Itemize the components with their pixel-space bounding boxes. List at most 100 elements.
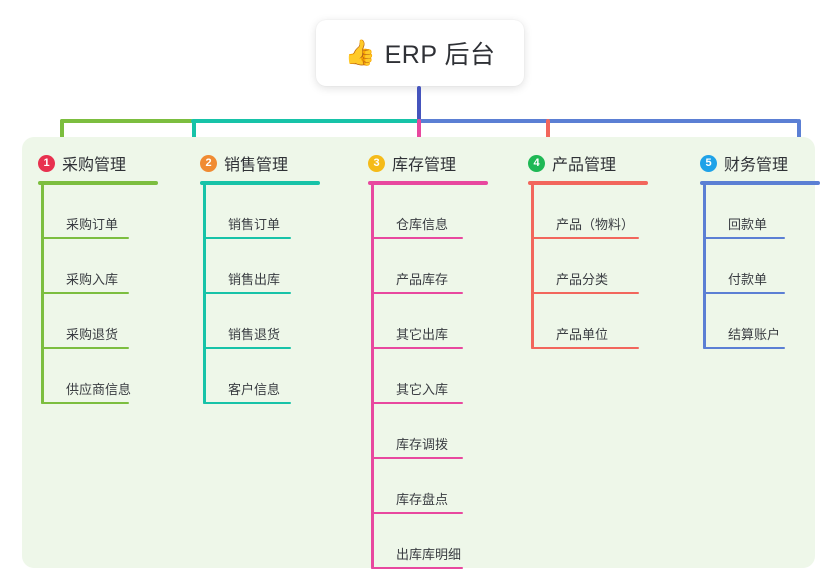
leaf-item-rule	[371, 457, 463, 459]
leaf-item[interactable]: 销售出库	[203, 266, 291, 294]
leaf-item-rule	[531, 347, 639, 349]
branch-header-产品管理[interactable]: 4 产品管理	[528, 151, 616, 175]
branch-header-财务管理[interactable]: 5 财务管理	[700, 151, 788, 175]
leaf-item-label: 库存调拨	[396, 437, 449, 452]
leaf-item[interactable]: 结算账户	[703, 321, 785, 349]
leaf-item-label: 回款单	[728, 217, 768, 232]
leaf-item-rule	[371, 402, 463, 404]
leaf-item-label: 客户信息	[228, 382, 281, 397]
branch-header-rule	[368, 181, 488, 185]
leaf-item[interactable]: 回款单	[703, 211, 785, 239]
leaf-item-rule	[41, 347, 129, 349]
root-node-title: ERP 后台	[384, 41, 496, 69]
leaf-item[interactable]: 客户信息	[203, 376, 291, 404]
leaf-item[interactable]: 产品库存	[371, 266, 463, 294]
leaf-item[interactable]: 库存调拨	[371, 431, 463, 459]
leaf-item-label: 其它出库	[396, 327, 449, 342]
leaf-item[interactable]: 库存盘点	[371, 486, 463, 514]
branch-spine	[203, 184, 206, 404]
leaf-item-label: 采购入库	[66, 272, 119, 287]
leaf-item-label: 产品分类	[556, 272, 609, 287]
leaf-item-label: 供应商信息	[66, 382, 132, 397]
leaf-item-label: 产品（物料）	[556, 217, 635, 232]
branch-number-badge: 5	[700, 154, 717, 172]
leaf-item[interactable]: 其它出库	[371, 321, 463, 349]
branch-header-rule	[700, 181, 820, 185]
leaf-item-label: 销售出库	[228, 272, 281, 287]
leaf-item-label: 结算账户	[728, 327, 781, 342]
branch-title: 库存管理	[392, 157, 457, 174]
root-trunk-line	[417, 86, 421, 123]
branch-header-rule	[200, 181, 320, 185]
leaf-item[interactable]: 销售订单	[203, 211, 291, 239]
branch-number-badge: 4	[528, 154, 545, 172]
branch-drop-3	[417, 119, 421, 146]
leaf-item[interactable]: 采购订单	[41, 211, 129, 239]
leaf-item-rule	[703, 347, 785, 349]
branch-number-badge: 1	[38, 154, 55, 172]
branch-header-采购管理[interactable]: 1 采购管理	[38, 151, 126, 175]
leaf-item-rule	[531, 237, 639, 239]
leaf-item-label: 付款单	[728, 272, 768, 287]
branch-header-库存管理[interactable]: 3 库存管理	[368, 151, 456, 175]
leaf-item-rule	[41, 237, 129, 239]
leaf-item-label: 仓库信息	[396, 217, 449, 232]
root-node[interactable]: 👍 ERP 后台	[316, 20, 524, 86]
leaf-item-label: 销售退货	[228, 327, 281, 342]
branch-drop-4	[546, 119, 550, 146]
leaf-item-rule	[203, 347, 291, 349]
branch-number-badge: 2	[200, 154, 217, 172]
branches-panel: 1 采购管理采购订单采购入库采购退货供应商信息 2 销售管理销售订单销售出库销售退货客…	[22, 137, 820, 569]
branch-spine	[371, 184, 374, 569]
leaf-item[interactable]: 销售退货	[203, 321, 291, 349]
leaf-item-label: 销售订单	[228, 217, 281, 232]
leaf-item-rule	[203, 292, 291, 294]
leaf-item[interactable]: 供应商信息	[41, 376, 132, 404]
branch-drop-5	[797, 119, 801, 146]
leaf-item-label: 产品库存	[396, 272, 449, 287]
leaf-item[interactable]: 采购退货	[41, 321, 129, 349]
branch-spine	[41, 184, 44, 404]
leaf-item-rule	[531, 292, 639, 294]
leaf-item[interactable]: 其它入库	[371, 376, 463, 404]
leaf-item-label: 产品单位	[556, 327, 609, 342]
leaf-item-rule	[41, 292, 129, 294]
leaf-item-rule	[203, 237, 291, 239]
branch-title: 采购管理	[62, 157, 127, 174]
leaf-item-label: 其它入库	[396, 382, 449, 397]
leaf-item-rule	[703, 292, 785, 294]
branch-spine	[703, 184, 706, 349]
thumbs-up-icon: 👍	[344, 38, 376, 67]
branch-drop-2	[192, 119, 196, 146]
leaf-item-rule	[371, 292, 463, 294]
leaf-item[interactable]: 产品（物料）	[531, 211, 639, 239]
leaf-item[interactable]: 产品分类	[531, 266, 639, 294]
leaf-item[interactable]: 付款单	[703, 266, 785, 294]
leaf-item-rule	[41, 402, 129, 404]
branch-number-badge: 3	[368, 154, 385, 172]
branch-header-rule	[528, 181, 648, 185]
branch-title: 财务管理	[724, 157, 789, 174]
leaf-item[interactable]: 出库库明细	[371, 541, 463, 569]
leaf-item[interactable]: 仓库信息	[371, 211, 463, 239]
bus-segment-3	[419, 119, 799, 123]
branch-title: 销售管理	[224, 157, 289, 174]
branch-header-rule	[38, 181, 158, 185]
leaf-item[interactable]: 采购入库	[41, 266, 129, 294]
leaf-item[interactable]: 产品单位	[531, 321, 639, 349]
leaf-item-label: 出库库明细	[396, 547, 462, 562]
leaf-item-rule	[371, 512, 463, 514]
leaf-item-label: 库存盘点	[396, 492, 449, 507]
leaf-item-rule	[703, 237, 785, 239]
bus-segment-1	[60, 119, 193, 123]
leaf-item-rule	[371, 237, 463, 239]
branch-spine	[531, 184, 534, 349]
leaf-item-label: 采购退货	[66, 327, 119, 342]
leaf-item-label: 采购订单	[66, 217, 119, 232]
leaf-item-rule	[371, 567, 463, 569]
branch-drop-1	[60, 119, 64, 146]
leaf-item-rule	[203, 402, 291, 404]
branch-title: 产品管理	[552, 157, 617, 174]
bus-segment-2	[191, 119, 421, 123]
branch-header-销售管理[interactable]: 2 销售管理	[200, 151, 288, 175]
